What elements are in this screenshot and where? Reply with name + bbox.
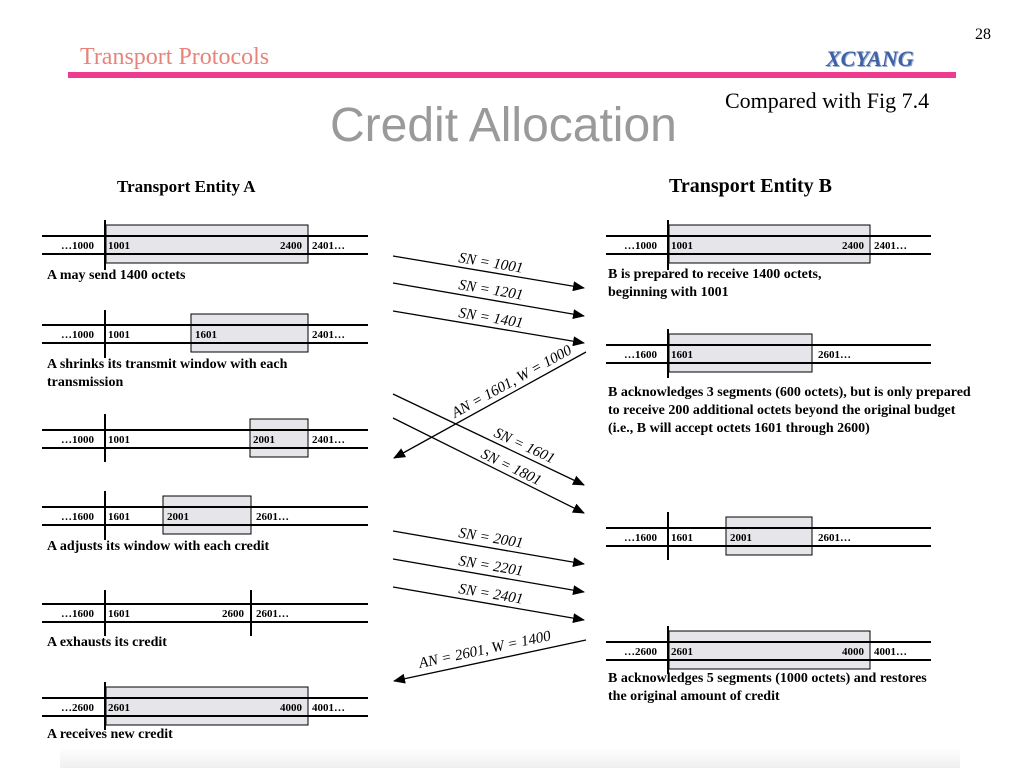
a-window-row: …1000 1001 2001 2401… <box>42 414 368 462</box>
a-window-row: …1600 1601 2001 2601… <box>42 491 368 540</box>
ack-arrow: AN = 2601, W = 1400 <box>393 628 587 684</box>
course-title: Transport Protocols <box>80 44 270 70</box>
arrow-label: AN = 1601, W = 1000 <box>448 342 575 422</box>
seq-label: …2600 <box>61 702 95 714</box>
seq-label: …1600 <box>61 608 95 620</box>
a-caption: A may send 1400 octets <box>47 268 186 283</box>
seq-label: 2601 <box>671 646 693 658</box>
seq-label: 2601… <box>256 511 289 523</box>
seq-label: …1000 <box>624 240 658 252</box>
seq-label: 1001 <box>108 240 130 252</box>
comparison-note: Compared with Fig 7.4 <box>725 88 930 113</box>
seq-label: 2401… <box>874 240 907 252</box>
seq-label: …1600 <box>624 532 658 544</box>
seq-label: 2001 <box>167 511 189 523</box>
a-window-row: …1000 1001 2400 2401… <box>42 220 368 270</box>
seq-label: 4001… <box>874 646 907 658</box>
a-caption: A adjusts its window with each credit <box>47 539 270 554</box>
seq-label: …1600 <box>624 349 658 361</box>
seq-label: 4001… <box>312 702 345 714</box>
seq-label: 2601… <box>256 608 289 620</box>
segment-arrow: SN = 1801 <box>392 417 585 514</box>
seq-label: 4000 <box>842 646 865 658</box>
bottom-fade <box>60 748 960 768</box>
b-caption: B is prepared to receive 1400 octets, be… <box>608 267 822 300</box>
seq-label: 2601 <box>108 702 130 714</box>
seq-label: …1600 <box>61 511 95 523</box>
b-window-row: …1000 1001 2400 2401… <box>606 220 931 270</box>
seq-label: 1601 <box>671 349 693 361</box>
entity-a-title: Transport Entity A <box>117 177 256 196</box>
seq-label: 2400 <box>280 240 303 252</box>
segment-arrow: SN = 1601 <box>392 393 585 486</box>
seq-label: 2400 <box>842 240 865 252</box>
seq-label: 2600 <box>222 608 245 620</box>
seq-label: 2401… <box>312 240 345 252</box>
a-caption: A receives new credit <box>47 727 173 742</box>
seq-label: …1000 <box>61 329 95 341</box>
a-window-row: …2600 2601 4000 4001… <box>42 682 368 730</box>
entity-b-title: Transport Entity B <box>669 175 832 197</box>
a-caption: A shrinks its transmit window with each … <box>47 357 288 390</box>
a-caption: A exhausts its credit <box>47 635 167 650</box>
seq-label: …1000 <box>61 434 95 446</box>
b-window-row: …1600 1601 2001 2601… <box>606 512 931 560</box>
b-window-row: …1600 1601 2601… <box>606 329 931 378</box>
seq-label: 2401… <box>312 434 345 446</box>
slide-number: 28 <box>975 26 991 43</box>
b-caption: B acknowledges 3 segments (600 octets), … <box>608 385 971 436</box>
seq-label: 2601… <box>818 532 851 544</box>
seq-label: 2601… <box>818 349 851 361</box>
seq-label: 1601 <box>108 511 130 523</box>
arrow-label: AN = 2601, W = 1400 <box>417 628 553 672</box>
b-caption: B acknowledges 5 segments (1000 octets) … <box>608 671 927 704</box>
slide-title: Credit Allocation <box>330 99 677 152</box>
seq-label: 1601 <box>671 532 693 544</box>
seq-label: …2600 <box>624 646 658 658</box>
seq-label: 1601 <box>195 329 217 341</box>
seq-label: 2001 <box>253 434 275 446</box>
a-window-row: …1600 1601 2600 2601… <box>42 590 368 636</box>
seq-label: 4000 <box>280 702 303 714</box>
seq-label: 2401… <box>312 329 345 341</box>
seq-label: 2001 <box>730 532 752 544</box>
author-logo: XCYANG <box>826 46 914 71</box>
seq-label: 1601 <box>108 608 130 620</box>
seq-label: …1000 <box>61 240 95 252</box>
seq-label: 1001 <box>108 434 130 446</box>
seq-label: 1001 <box>671 240 693 252</box>
seq-label: 1001 <box>108 329 130 341</box>
a-window-row: …1000 1001 1601 2401… <box>42 310 368 358</box>
segment-arrow: SN = 2401 <box>392 581 585 624</box>
b-window-row: …2600 2601 4000 4001… <box>606 626 931 674</box>
header-divider <box>68 72 956 78</box>
